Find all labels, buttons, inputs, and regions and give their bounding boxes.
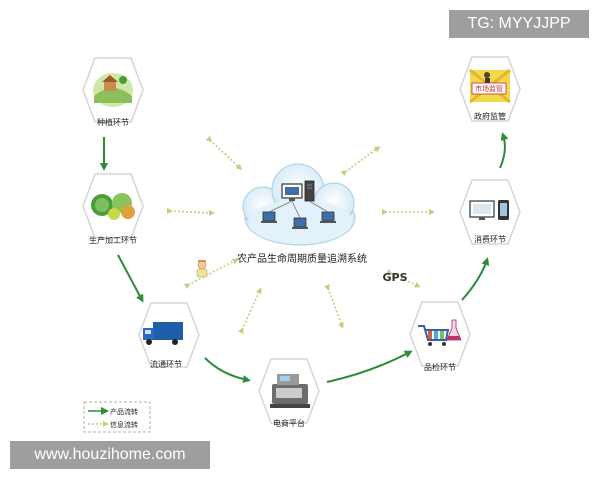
- info-arrow-ecommerce: [324, 284, 344, 329]
- truck-icon: [143, 322, 183, 345]
- legend: 产品流转 信息流转: [83, 401, 151, 433]
- node-inspection: 品检环节: [409, 301, 471, 372]
- product-flow-arrows: [100, 132, 509, 383]
- network-lines: [268, 200, 329, 219]
- node-label-logistics: 流通环节: [150, 359, 182, 369]
- server-tower-icon: [304, 180, 315, 202]
- node-consumption: 消费环节: [459, 179, 521, 245]
- market-supervision-icon: 市场监管: [469, 68, 511, 104]
- node-planting: 种植环节: [82, 57, 144, 127]
- info-arrow-processing-lower: [183, 258, 239, 290]
- info-arrow-logistics: [238, 287, 262, 334]
- center-title: 农产品生命周期质量追溯系统: [237, 252, 367, 265]
- node-processing: 生产加工环节: [82, 173, 144, 245]
- node-label-processing: 生产加工环节: [89, 235, 137, 245]
- laptop-icon-middle: [292, 217, 308, 229]
- node-label-planting: 种植环节: [97, 117, 129, 127]
- laptop-icon-right: [320, 211, 336, 223]
- legend-product-label: 产品流转: [110, 407, 138, 416]
- cash-register-icon: [270, 374, 310, 408]
- vegetables-icon: [91, 193, 135, 220]
- info-flow-arrows: [166, 135, 435, 334]
- node-label-ecommerce: 电商平台: [273, 418, 305, 428]
- product-arrow-inspection-to-consumption: [461, 257, 490, 301]
- laptop-icon-left: [261, 211, 277, 223]
- node-government: 市场监管 政府监管: [459, 56, 521, 122]
- info-arrow-processing: [166, 207, 215, 216]
- legend-info-label: 信息流转: [110, 420, 138, 429]
- cloud-icon: [242, 163, 356, 246]
- legend-box: [83, 401, 151, 433]
- gov-sign-text: 市场监管: [475, 84, 503, 93]
- info-arrow-government: [340, 146, 381, 177]
- node-label-consumption: 消费环节: [474, 234, 506, 244]
- gps-label: GPS: [382, 271, 407, 284]
- central-system: 农产品生命周期质量追溯系统 GPS: [237, 163, 408, 284]
- monitor-phone-icon: [469, 200, 509, 220]
- node-ecommerce: 电商平台: [258, 358, 320, 428]
- product-arrow-consumption-to-government: [499, 132, 509, 169]
- product-arrow-processing-to-logistics: [117, 254, 144, 303]
- info-arrow-planting: [205, 135, 243, 171]
- node-label-government: 政府监管: [474, 111, 506, 121]
- watermark-url: www.houzihome.com: [10, 441, 210, 469]
- node-label-inspection: 品检环节: [424, 362, 456, 372]
- info-arrow-inspection: [386, 269, 421, 288]
- node-logistics: 流通环节: [138, 302, 200, 369]
- cart-flask-icon: [418, 319, 462, 346]
- planting-icon: [93, 73, 133, 107]
- farmer-icon: [196, 260, 208, 278]
- product-arrow-ecommerce-to-inspection: [326, 350, 413, 383]
- watermark-tg: TG: MYYJJPP: [449, 10, 589, 38]
- computer-monitor-icon: [281, 183, 303, 201]
- product-arrow-logistics-to-ecommerce: [204, 357, 251, 383]
